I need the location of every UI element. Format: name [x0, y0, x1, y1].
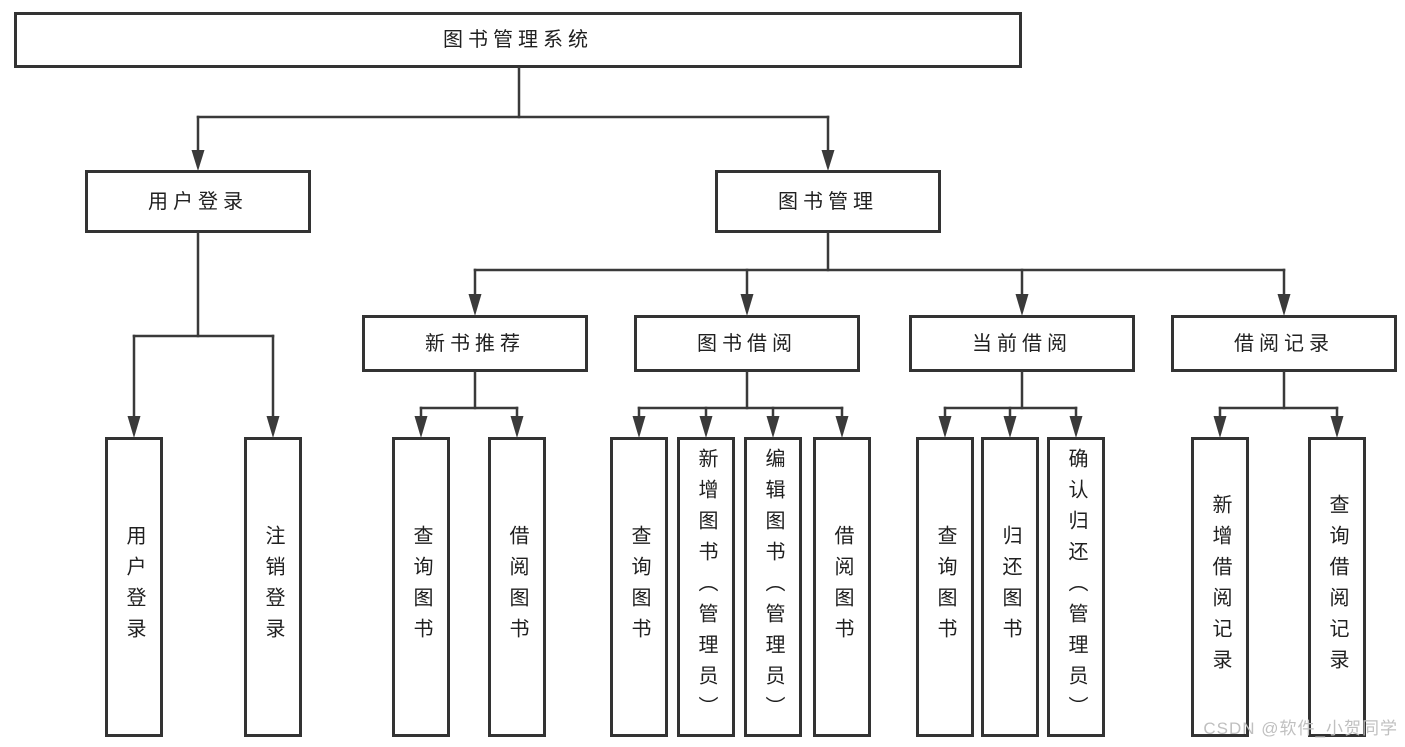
leaf-label: 确认归还（管理员） [1065, 447, 1087, 727]
leaf-label: 归还图书 [999, 525, 1021, 649]
node-label: 图书管理 [778, 190, 878, 213]
node-current-borrowing: 当前借阅 [909, 315, 1135, 372]
leaf-label: 新增借阅记录 [1209, 494, 1231, 680]
leaf-cb-confirm-return-admin: 确认归还（管理员） [1047, 437, 1105, 737]
leaf-label: 借阅图书 [831, 525, 853, 649]
leaf-label: 查询借阅记录 [1326, 494, 1348, 680]
leaf-bb-borrow-books: 借阅图书 [813, 437, 871, 737]
connectors-book-borrowing [632, 370, 849, 438]
node-user-login: 用户登录 [85, 170, 311, 233]
leaf-bb-edit-books-admin: 编辑图书（管理员） [744, 437, 802, 737]
connectors-current-borrowing [938, 370, 1083, 438]
node-library-management-system: 图书管理系统 [14, 12, 1022, 68]
node-book-borrowing: 图书借阅 [634, 315, 860, 372]
leaf-br-query-borrow-record: 查询借阅记录 [1308, 437, 1366, 737]
node-label: 当前借阅 [972, 332, 1072, 355]
node-book-management: 图书管理 [715, 170, 941, 233]
node-label: 新书推荐 [425, 332, 525, 355]
node-label: 借阅记录 [1234, 332, 1334, 355]
leaf-label: 查询图书 [410, 525, 432, 649]
leaf-nb-query-books: 查询图书 [392, 437, 450, 737]
node-label: 图书借阅 [697, 332, 797, 355]
leaf-label: 注销登录 [262, 525, 284, 649]
leaf-label: 借阅图书 [506, 525, 528, 649]
leaf-cb-return-books: 归还图书 [981, 437, 1039, 737]
node-label: 用户登录 [148, 190, 248, 213]
leaf-label: 查询图书 [934, 525, 956, 649]
node-borrowing-records: 借阅记录 [1171, 315, 1397, 372]
leaf-bb-query-books: 查询图书 [610, 437, 668, 737]
leaf-label: 新增图书（管理员） [695, 447, 717, 727]
leaf-bb-add-books-admin: 新增图书（管理员） [677, 437, 735, 737]
leaf-cb-query-books: 查询图书 [916, 437, 974, 737]
connectors-user-login [127, 231, 280, 438]
watermark: CSDN @软件_小贺同学 [1203, 719, 1398, 738]
connectors-root [191, 66, 835, 171]
node-label: 图书管理系统 [443, 29, 593, 51]
leaf-label: 编辑图书（管理员） [762, 447, 784, 727]
leaf-label: 查询图书 [628, 525, 650, 649]
node-new-book-recommendation: 新书推荐 [362, 315, 588, 372]
leaf-br-add-borrow-record: 新增借阅记录 [1191, 437, 1249, 737]
connectors-new-book [414, 370, 524, 438]
connectors-book-management [468, 231, 1291, 316]
leaf-user-login: 用户登录 [105, 437, 163, 737]
connectors-borrowing-records [1213, 370, 1344, 438]
leaf-logout: 注销登录 [244, 437, 302, 737]
leaf-label: 用户登录 [123, 525, 145, 649]
leaf-nb-borrow-books: 借阅图书 [488, 437, 546, 737]
